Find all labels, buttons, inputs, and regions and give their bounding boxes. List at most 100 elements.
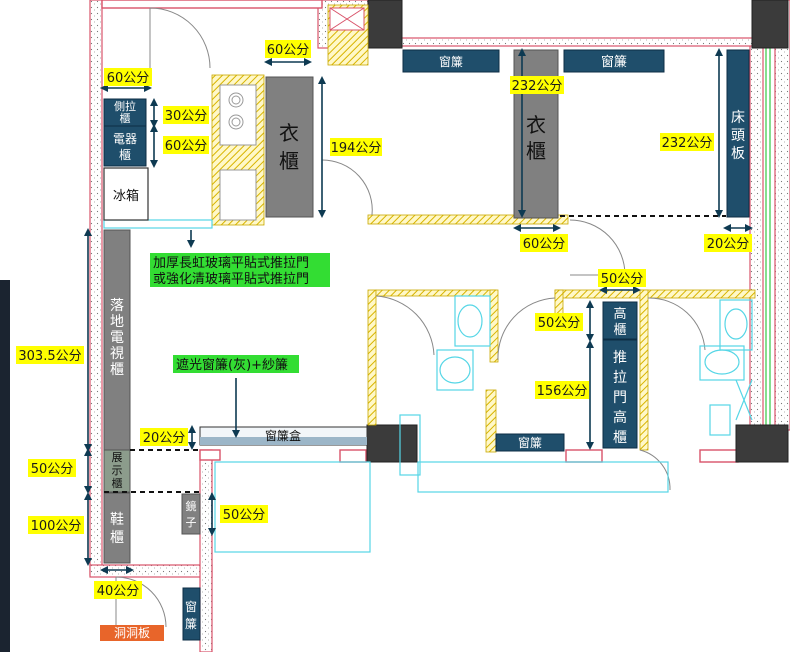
dimension-labels: 60公分 60公分 30公分 60公分 194公分 232公分 232公分 60… <box>16 40 752 599</box>
curtain-top-right <box>563 49 665 73</box>
top-box-cross-2 <box>329 7 365 31</box>
wardrobe-left-label-2: 櫃 <box>279 149 299 173</box>
dim-60-bottom: 60公分 <box>523 237 566 252</box>
wardrobe-left-label-1: 衣 <box>279 121 299 145</box>
blackout-curtain-note-bg <box>173 355 299 373</box>
tv-cabinet-label-1: 落 <box>110 298 124 314</box>
dim-20-right-bg <box>704 234 752 252</box>
curtain-bottom-label-2: 簾 <box>185 616 197 631</box>
curtain-bottom-label-1: 窗 <box>185 600 197 614</box>
tall-cabinet <box>602 301 638 340</box>
dim-50-mirror: 50公分 <box>223 508 266 523</box>
appliance-cabinet <box>103 125 147 167</box>
dim-100: 100公分 <box>31 519 82 534</box>
tv-cabinet-label-4: 視 <box>110 346 124 362</box>
dim-50-top-bg <box>598 269 646 287</box>
curtain-bath-label: 窗簾 <box>518 435 542 450</box>
tall-cabinet-label-2: 櫃 <box>613 323 626 338</box>
curtain-top-left-label: 窗簾 <box>439 54 463 69</box>
sliding-tall-cabinet-label-1: 推 <box>613 350 627 366</box>
mirror-label-1: 鏡 <box>186 499 197 513</box>
tall-cabinet-label-1: 高 <box>613 306 626 322</box>
dim-60-mid-bg <box>163 136 209 154</box>
curtain-bath <box>495 433 565 452</box>
dim-60-top: 60公分 <box>267 43 310 58</box>
headboard-label-2: 頭 <box>731 128 745 144</box>
dim-50-left-bg <box>28 459 76 477</box>
pegboard-label: 洞洞板 <box>114 626 150 640</box>
mirror <box>181 493 201 535</box>
curtain-box-rail <box>200 437 367 445</box>
dim-60-bottom-bg <box>520 234 568 252</box>
shoe-cabinet-label-2: 櫃 <box>110 530 124 546</box>
curtain-top-right-label: 窗簾 <box>601 54 627 70</box>
dim-50-top: 50公分 <box>601 272 644 287</box>
headboard <box>726 49 750 218</box>
tv-cabinet-label-2: 地 <box>110 314 124 330</box>
curtain-bottom <box>182 587 201 641</box>
dim-232-top: 232公分 <box>512 79 563 94</box>
side-pull-cabinet-label-2: 櫃 <box>120 111 131 125</box>
headboard-label-3: 板 <box>731 146 745 162</box>
dim-30: 30公分 <box>165 109 208 124</box>
doors <box>115 7 706 628</box>
dim-60-top-bg <box>265 40 311 58</box>
dim-303-5: 303.5公分 <box>18 349 81 364</box>
appliance-cabinet-label-2: 櫃 <box>119 148 131 162</box>
sliding-tall-cabinet-label-2: 拉 <box>613 370 627 386</box>
dim-50-mirror-bg <box>220 505 268 523</box>
appliance-cabinet-label-1: 電器 <box>113 132 137 146</box>
columns <box>366 0 789 463</box>
fridge-label: 冰箱 <box>113 188 139 204</box>
stove <box>219 84 257 221</box>
dim-194-bg <box>330 138 382 156</box>
dim-303-bg <box>16 346 84 364</box>
dim-232-right: 232公分 <box>662 136 713 151</box>
dim-50-tall: 50公分 <box>538 316 581 331</box>
dim-50-left: 50公分 <box>31 462 74 477</box>
sliding-tall-cabinet-label-4: 高 <box>613 409 627 426</box>
display-cabinet-label-2: 示 <box>112 464 123 477</box>
fridge <box>103 167 149 221</box>
shoe-cabinet-label-1: 鞋 <box>110 512 124 528</box>
display-cabinet-label-1: 展 <box>112 451 123 464</box>
glass-door-note-bg <box>150 253 330 287</box>
tv-cabinet-label-5: 櫃 <box>110 362 124 378</box>
tv-cabinet <box>103 229 131 451</box>
tv-cabinet-label-3: 電 <box>110 330 124 346</box>
headboard-label-1: 床 <box>731 110 745 126</box>
curtain-top-left <box>402 49 500 73</box>
dimension-lines <box>84 48 753 574</box>
dim-60-left-bg <box>104 68 152 86</box>
curtain-box-label: 窗簾盒 <box>265 428 301 443</box>
left-edge-strip <box>0 280 10 652</box>
dim-156: 156公分 <box>537 384 588 399</box>
dim-20-right: 20公分 <box>707 237 750 252</box>
side-pull-cabinet <box>103 98 147 127</box>
pegboard <box>100 625 164 641</box>
walls <box>89 0 790 652</box>
dim-40: 40公分 <box>97 584 140 599</box>
sliding-tall-cabinet-label-5: 櫃 <box>613 430 627 446</box>
dim-40-bg <box>94 581 142 599</box>
dashed-lines <box>104 215 726 493</box>
dim-20-box-bg <box>140 428 188 446</box>
mirror-label-2: 子 <box>186 516 197 529</box>
dim-50-tall-bg <box>535 313 583 331</box>
side-pull-cabinet-label-1: 側拉 <box>114 99 136 113</box>
notes: 加厚長虹玻璃平貼式推拉門 或強化清玻璃平貼式推拉門 遮光窗簾(灰)+紗簾 <box>150 253 330 373</box>
dim-100-bg <box>28 516 84 534</box>
display-cabinet <box>103 449 131 493</box>
wardrobe-mid-label-1: 衣 <box>526 113 546 137</box>
dim-156-bg <box>535 381 589 399</box>
dim-194: 194公分 <box>331 141 382 156</box>
dim-20-box: 20公分 <box>143 431 186 446</box>
dim-60-mid: 60公分 <box>165 139 208 154</box>
dim-30-bg <box>163 106 209 124</box>
glass-door-note-2: 或強化清玻璃平貼式推拉門 <box>153 272 309 287</box>
dim-232-top-bg <box>510 76 564 94</box>
glass-door-note-1: 加厚長虹玻璃平貼式推拉門 <box>153 256 309 271</box>
sliding-tall-cabinet-label-3: 門 <box>613 390 627 406</box>
dim-60-left: 60公分 <box>107 71 150 86</box>
